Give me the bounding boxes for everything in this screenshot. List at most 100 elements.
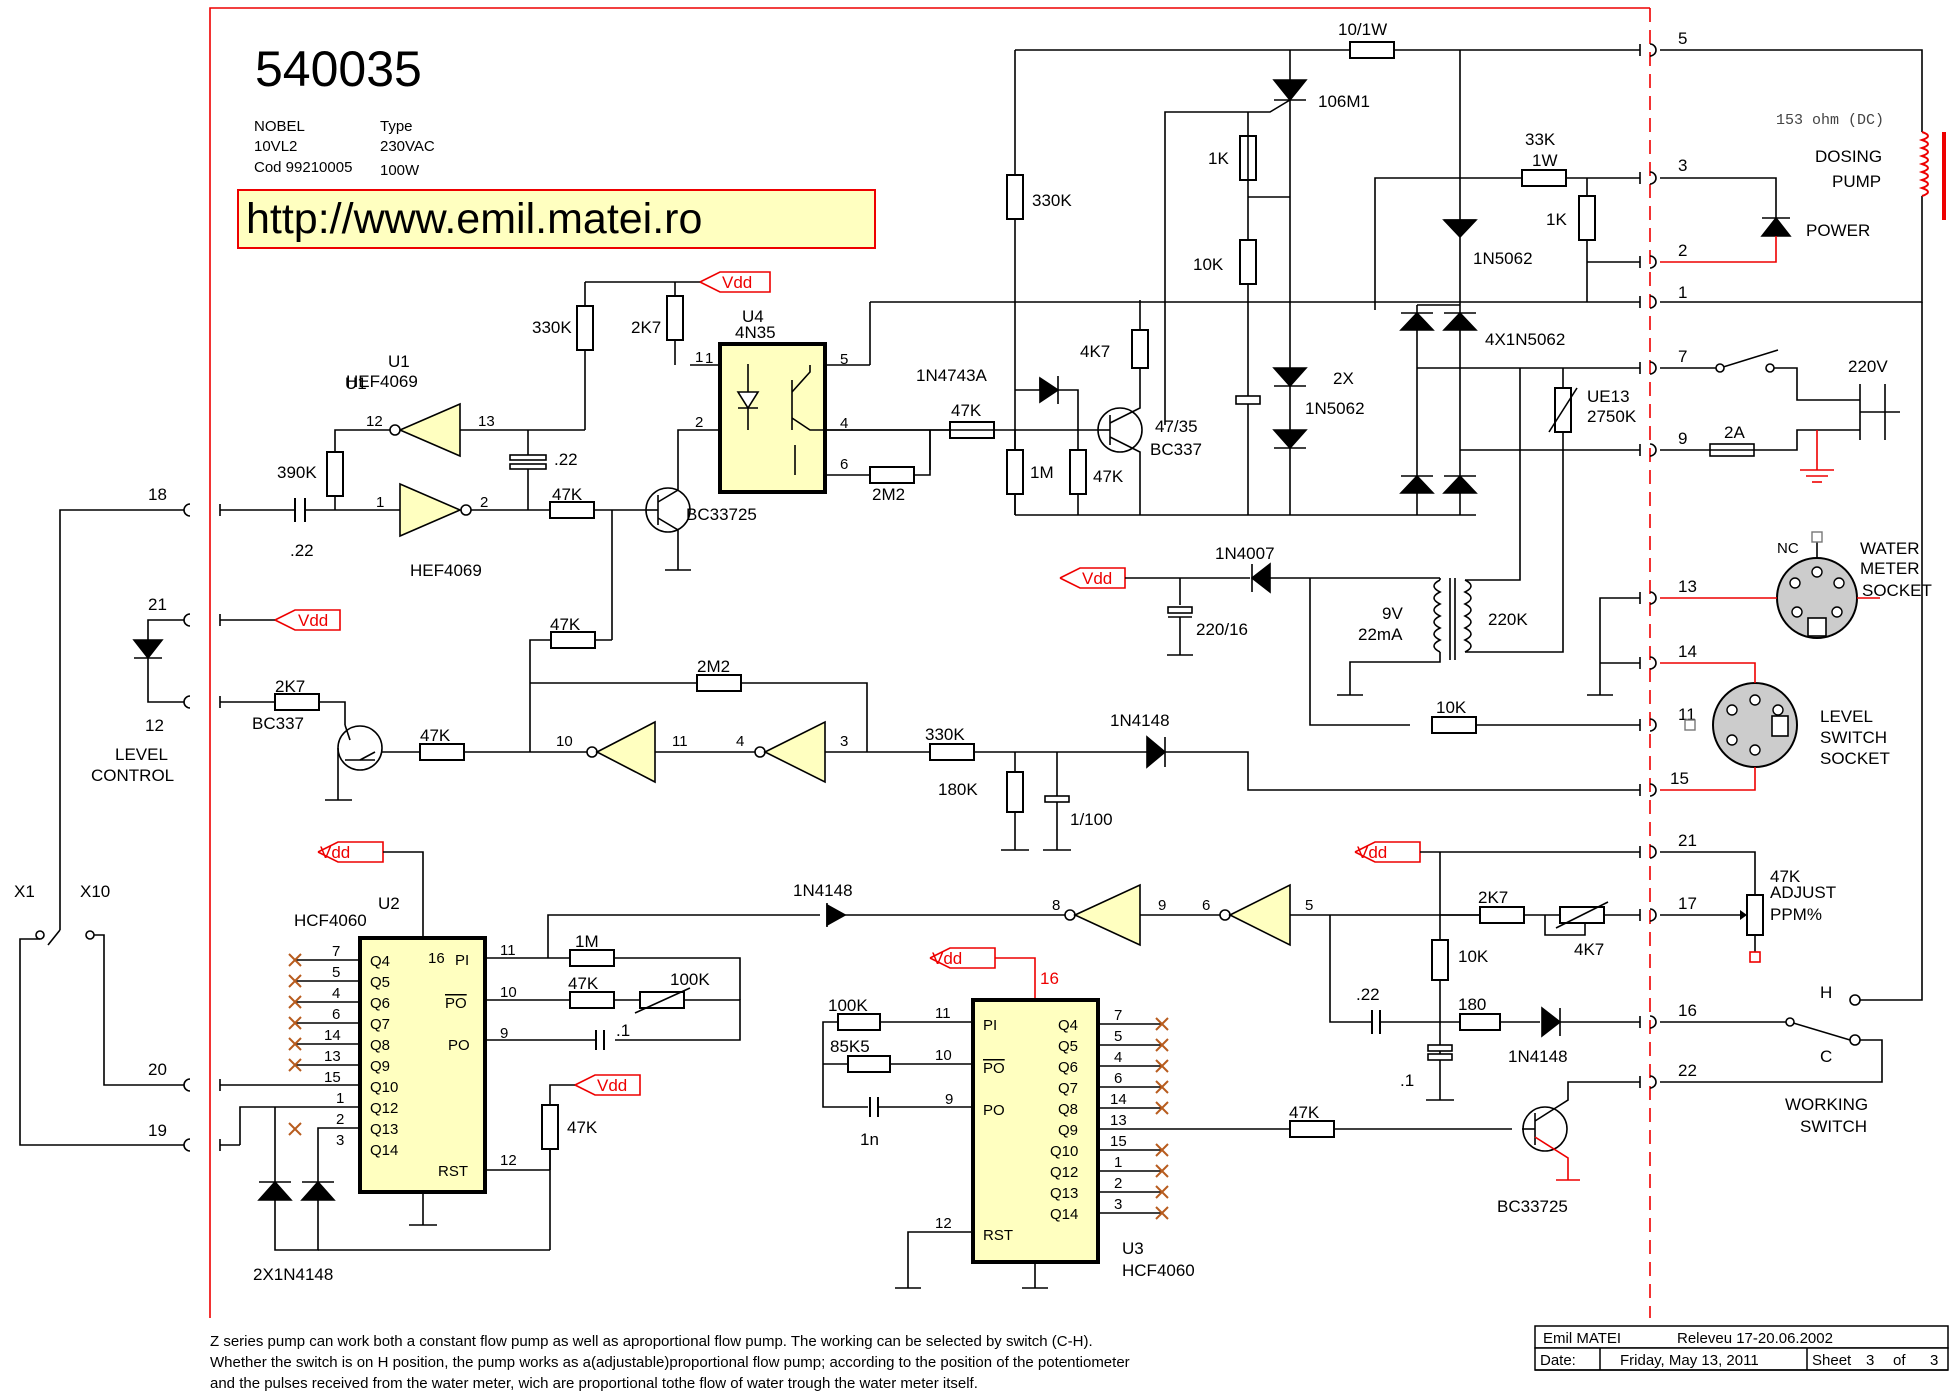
svg-text:Q7: Q7 [1058,1080,1078,1097]
svg-text:4: 4 [840,415,848,432]
svg-text:5: 5 [1114,1028,1122,1045]
svg-text:47K: 47K [567,1118,598,1137]
resistor-2k7-d [1479,906,1525,924]
svg-text:106M1: 106M1 [1318,92,1370,111]
svg-text:1M: 1M [575,932,599,951]
bridge-diode-3 [1399,474,1435,494]
svg-text:Vdd: Vdd [932,949,962,968]
svg-text:SOCKET: SOCKET [1862,581,1932,600]
svg-text:3: 3 [1930,1352,1938,1369]
diode-1n4007 [1250,562,1271,594]
svg-text:Q6: Q6 [370,995,390,1012]
svg-text:1: 1 [1678,283,1687,302]
inverter-10-11 [595,720,656,784]
svg-text:4: 4 [1114,1049,1122,1066]
svg-text:12: 12 [366,413,383,430]
svg-text:6: 6 [332,1006,340,1023]
svg-text:Sheet: Sheet [1812,1352,1852,1369]
resistor-10k-b [1431,716,1477,734]
svg-text:12: 12 [145,716,164,735]
voltage-text: 230VAC [380,138,435,155]
svg-text:13: 13 [1678,577,1697,596]
brand-text: NOBEL [254,118,305,135]
optocoupler-u4 [718,342,827,494]
svg-text:1K: 1K [1208,149,1229,168]
svg-text:X10: X10 [80,882,110,901]
svg-text:6: 6 [1114,1070,1122,1087]
code-text: Cod 99210005 [254,159,352,176]
note-line-1: Z series pump can work both a constant f… [210,1333,1093,1350]
svg-text:2M2: 2M2 [872,485,905,504]
svg-text:15: 15 [324,1069,341,1086]
svg-text:U3: U3 [1122,1239,1144,1258]
svg-text:47K: 47K [420,726,451,745]
svg-text:20: 20 [148,1060,167,1079]
svg-text:5: 5 [1305,897,1313,914]
svg-text:C: C [1820,1047,1832,1066]
svg-text:10K: 10K [1193,255,1224,274]
svg-text:Q8: Q8 [370,1037,390,1054]
resistor-47k-b [550,631,596,649]
terminal-16: 16 [1639,1001,1697,1029]
svg-text:85K5: 85K5 [830,1037,870,1056]
svg-text:4K7: 4K7 [1080,342,1110,361]
level-control-led [132,639,164,660]
svg-text:2750K: 2750K [1587,407,1637,426]
diode-2x1n4148-b [300,1180,336,1201]
svg-text:PO: PO [983,1102,1005,1119]
resistor-10k-a [1239,239,1257,285]
transformer-primary-9v [1433,579,1442,653]
svg-text:4N35: 4N35 [735,323,776,342]
resistor-47k-a [549,501,595,519]
pump-coil [1918,131,1929,197]
resistor-180 [1459,1013,1501,1031]
svg-text:Q10: Q10 [1050,1143,1078,1160]
svg-text:1: 1 [1114,1154,1122,1171]
svg-text:100K: 100K [828,996,868,1015]
svg-text:.1: .1 [616,1021,630,1040]
svg-text:LEVEL: LEVEL [1820,707,1873,726]
svg-text:Q9: Q9 [370,1058,390,1075]
resistor-2m2-a [869,466,915,484]
inverter-6-5 [1228,883,1291,947]
svg-text:2K7: 2K7 [631,318,661,337]
u2-unused-pins: 7 5 4 6 14 13 15 1 2 3 [288,943,360,1149]
svg-text:2K7: 2K7 [1478,888,1508,907]
svg-text:1: 1 [336,1090,344,1107]
svg-text:Date:: Date: [1540,1352,1576,1369]
svg-text:9V: 9V [1382,604,1403,623]
resistor-47k-h [541,1104,559,1150]
svg-text:2: 2 [1114,1175,1122,1192]
svg-text:4: 4 [736,733,744,750]
capacitor-1-100 [1044,795,1070,803]
svg-text:UE13: UE13 [1587,387,1630,406]
diode-2x1n4148-a [257,1180,293,1201]
bridge-diode-4 [1442,474,1478,494]
svg-text:SOCKET: SOCKET [1820,749,1890,768]
resistor-47k-i [1289,1120,1335,1138]
svg-text:NC: NC [1777,540,1799,557]
svg-text:CONTROL: CONTROL [91,766,174,785]
website-link[interactable]: http://www.emil.matei.ro [246,195,702,243]
svg-text:8: 8 [1052,897,1060,914]
svg-text:5: 5 [332,964,340,981]
svg-text:Q5: Q5 [370,974,390,991]
svg-text:1n: 1n [860,1130,879,1149]
svg-text:Emil MATEI: Emil MATEI [1543,1330,1621,1347]
svg-text:15: 15 [1670,769,1689,788]
svg-text:LEVEL: LEVEL [115,745,168,764]
svg-text:Q5: Q5 [1058,1038,1078,1055]
terminal-22: 22 [1639,1061,1697,1089]
terminal-1: 1 [1639,283,1687,309]
svg-text:47K: 47K [1770,867,1801,886]
svg-text:47K: 47K [951,401,982,420]
svg-text:4K7: 4K7 [1574,940,1604,959]
svg-text:POWER: POWER [1806,221,1870,240]
svg-text:Q13: Q13 [370,1121,398,1138]
svg-text:.22: .22 [554,450,578,469]
diode-1n4148-c [1541,1006,1562,1038]
resistor-180k [1006,771,1024,813]
svg-text:17: 17 [1678,894,1697,913]
svg-text:3: 3 [1678,156,1687,175]
